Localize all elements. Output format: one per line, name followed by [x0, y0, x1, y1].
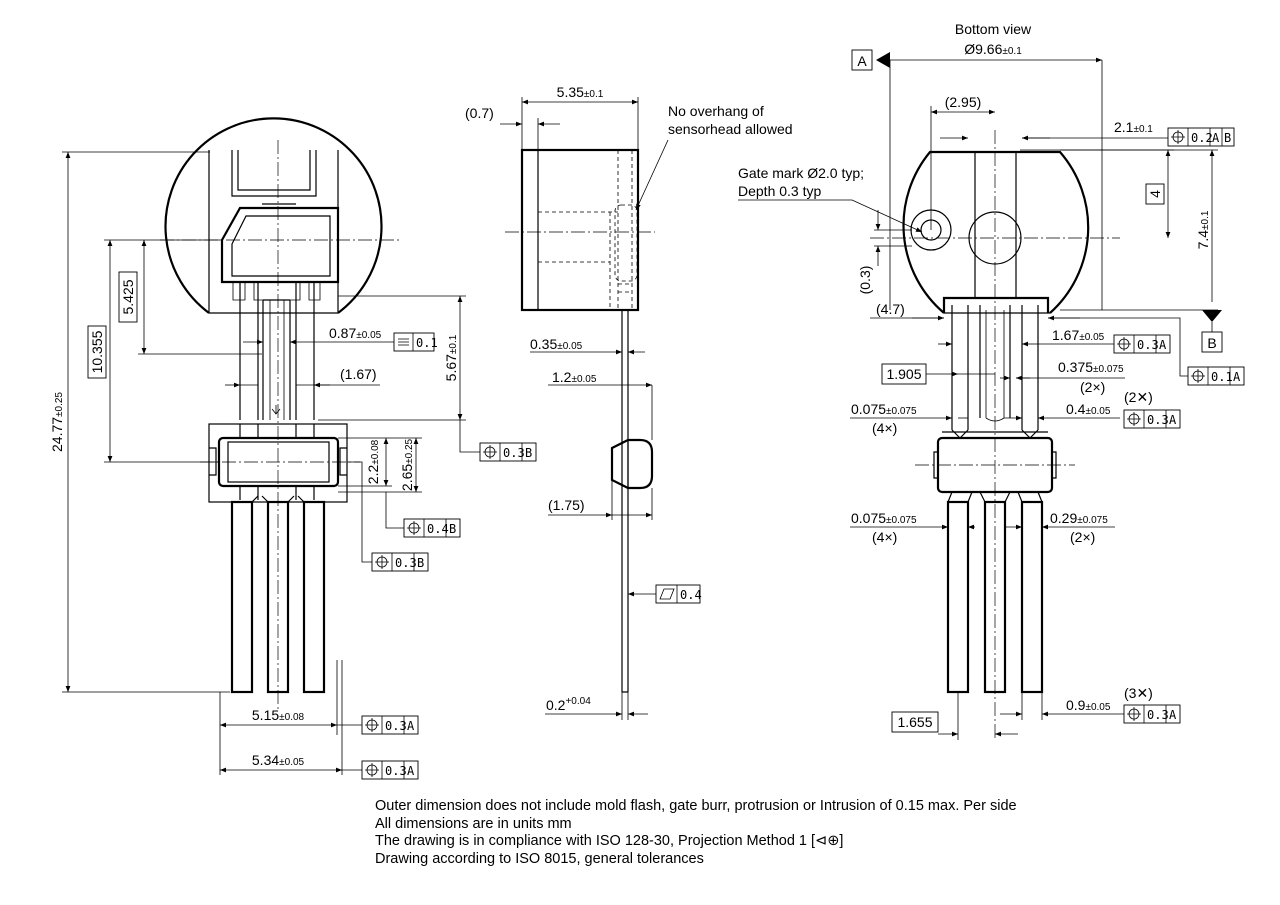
bottom-view: Bottom view A Ø9.66±0.1	[738, 21, 1245, 740]
lead-1-bottom	[946, 500, 970, 694]
svg-text:sensorhead allowed: sensorhead allowed	[668, 121, 793, 137]
lower-body-side	[610, 438, 654, 490]
svg-text:(2.95): (2.95)	[945, 94, 982, 110]
svg-text:4: 4	[1147, 190, 1163, 198]
side-view: (0.7) 5.35±0.1 No overhang of sensorhead…	[465, 84, 793, 720]
note-line-4: Drawing according to ISO 8015, general t…	[375, 850, 704, 867]
svg-text:0.1: 0.1	[1211, 370, 1233, 384]
svg-text:A: A	[1169, 413, 1177, 427]
svg-text:A: A	[1169, 708, 1177, 722]
position-frame-0.3-A-2: 0.3 A	[361, 760, 419, 780]
svg-text:(3✕): (3✕)	[1124, 685, 1153, 701]
svg-text:A: A	[1159, 338, 1167, 352]
svg-text:(0.7): (0.7)	[465, 105, 494, 121]
position-frame-0.3-A-4: 0.3 A	[1123, 409, 1181, 429]
svg-text:(2✕): (2✕)	[1124, 389, 1153, 405]
front-view: 24.77±0.25 10.355 5.425 0.87±0.05 0.1 (1…	[49, 117, 537, 780]
svg-text:0.3: 0.3	[385, 764, 407, 778]
svg-text:(4.7): (4.7)	[876, 301, 905, 317]
svg-text:24.77±0.25: 24.77±0.25	[49, 392, 65, 452]
svg-text:Gate mark Ø2.0 typ;: Gate mark Ø2.0 typ;	[738, 165, 864, 181]
svg-text:0.3: 0.3	[395, 556, 417, 570]
svg-text:0.4±0.05: 0.4±0.05	[1066, 401, 1111, 417]
position-frame-0.4-B: 0.4 B	[403, 518, 461, 538]
flatness-frame-0.1: 0.1	[393, 332, 438, 352]
svg-text:B: B	[449, 522, 456, 536]
svg-text:A: A	[1212, 131, 1220, 145]
drawing-notes: Outer dimension does not include mold fl…	[375, 798, 1135, 868]
svg-text:5.15±0.08: 5.15±0.08	[252, 707, 305, 723]
position-frame-0.3-B-2: 0.3 B	[371, 552, 429, 572]
svg-text:No overhang of: No overhang of	[668, 103, 764, 119]
svg-text:A: A	[407, 764, 415, 778]
svg-text:(4×): (4×)	[872, 420, 897, 436]
svg-text:B: B	[525, 446, 532, 460]
svg-text:0.1: 0.1	[416, 336, 438, 350]
svg-text:2.2±0.08: 2.2±0.08	[365, 439, 381, 484]
svg-text:(1.75): (1.75)	[548, 497, 585, 513]
svg-text:0.87±0.05: 0.87±0.05	[329, 325, 382, 341]
svg-text:0.29±0.075: 0.29±0.075	[1050, 510, 1108, 526]
svg-text:5.67±0.1: 5.67±0.1	[443, 334, 459, 381]
lead-3	[302, 500, 326, 694]
position-frame-0.3-A-3: 0.3 A	[1113, 334, 1171, 354]
lead-3-bottom	[1020, 500, 1044, 694]
svg-text:0.3: 0.3	[1137, 338, 1159, 352]
svg-text:5.425: 5.425	[120, 279, 136, 314]
svg-text:0.075±0.075: 0.075±0.075	[851, 510, 917, 526]
svg-text:0.375±0.075: 0.375±0.075	[1058, 359, 1124, 375]
position-frame-0.3-A-5: 0.3 A	[1123, 704, 1181, 724]
svg-text:1.905: 1.905	[886, 366, 921, 382]
note-line-3: The drawing is in compliance with ISO 12…	[375, 833, 844, 849]
svg-text:B: B	[417, 556, 424, 570]
note-line-2: All dimensions are in units mm	[375, 815, 572, 832]
svg-text:A: A	[407, 719, 415, 733]
svg-text:0.9±0.05: 0.9±0.05	[1066, 697, 1111, 713]
svg-text:0.3: 0.3	[385, 719, 407, 733]
svg-text:1.655: 1.655	[897, 714, 932, 730]
svg-text:0.075±0.075: 0.075±0.075	[851, 401, 917, 417]
position-frame-0.3-B: 0.3 B	[479, 442, 537, 462]
position-frame-0.1-A: 0.1 A	[1187, 366, 1245, 386]
svg-text:0.3: 0.3	[1147, 413, 1169, 427]
svg-text:A: A	[1233, 370, 1241, 384]
note-line-1: Outer dimension does not include mold fl…	[375, 798, 1017, 814]
svg-text:0.2+0.04: 0.2+0.04	[546, 696, 591, 713]
svg-text:7.4±0.1: 7.4±0.1	[1195, 210, 1211, 249]
svg-text:5.35±0.1: 5.35±0.1	[557, 84, 604, 100]
svg-text:B: B	[1207, 335, 1216, 351]
svg-text:1.2±0.05: 1.2±0.05	[552, 369, 597, 385]
svg-text:Ø9.66±0.1: Ø9.66±0.1	[964, 41, 1022, 57]
svg-text:(2×): (2×)	[1070, 529, 1095, 545]
svg-text:10.355: 10.355	[89, 330, 105, 373]
svg-text:(1.67): (1.67)	[340, 366, 377, 382]
svg-text:2.1±0.1: 2.1±0.1	[1114, 119, 1153, 135]
svg-text:(4×): (4×)	[872, 529, 897, 545]
svg-text:0.35±0.05: 0.35±0.05	[530, 336, 583, 352]
bottom-view-title: Bottom view	[955, 21, 1032, 37]
svg-text:(2×): (2×)	[1080, 379, 1105, 395]
svg-text:(0.3): (0.3)	[857, 266, 873, 295]
svg-text:B: B	[1224, 131, 1231, 145]
lead-1	[230, 500, 254, 694]
svg-text:0.4: 0.4	[427, 522, 449, 536]
svg-text:5.34±0.05: 5.34±0.05	[252, 752, 305, 768]
svg-text:0.3: 0.3	[503, 446, 525, 460]
svg-text:Depth 0.3 typ: Depth 0.3 typ	[738, 183, 821, 199]
sensor-head-side	[520, 148, 640, 312]
svg-text:2.65±0.25: 2.65±0.25	[399, 438, 415, 491]
sensor-chip	[220, 206, 340, 284]
svg-text:A: A	[857, 53, 867, 69]
svg-text:0.3: 0.3	[1147, 708, 1169, 722]
svg-text:1.67±0.05: 1.67±0.05	[1052, 327, 1105, 343]
position-frame-0.3-A-1: 0.3 A	[361, 715, 419, 735]
sensor-head-outline	[164, 117, 383, 314]
svg-text:0.4: 0.4	[680, 588, 702, 602]
svg-text:0.2: 0.2	[1191, 131, 1213, 145]
position-frame-0.2-AB: 0.2 A B	[1167, 127, 1235, 147]
profile-frame-0.4: 0.4	[655, 584, 702, 604]
